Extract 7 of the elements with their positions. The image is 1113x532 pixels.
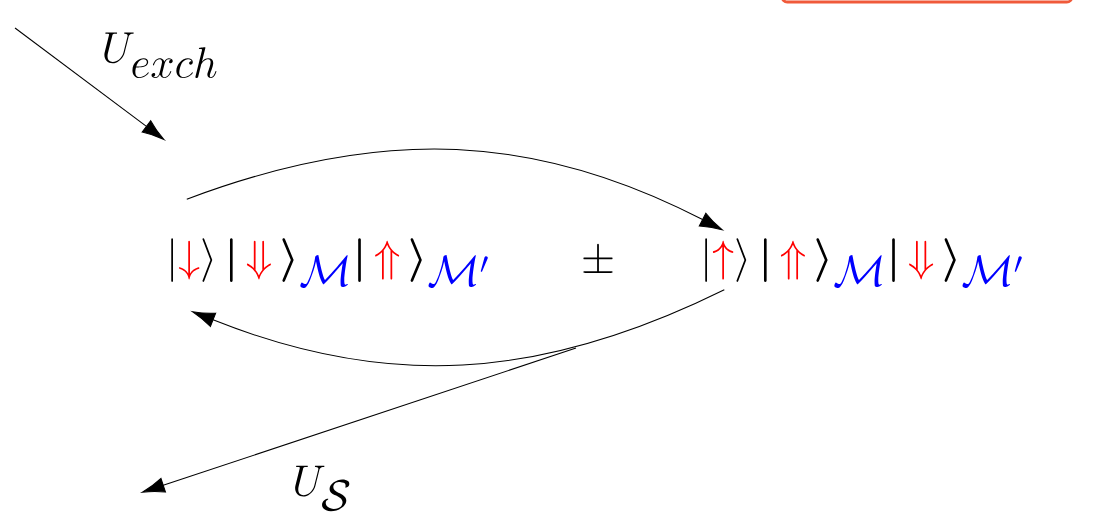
state-formula: $|{\color{red}\uparrow}\rangle\,\boldsymbol{|}\,{\color{red}\Uparrow}\,\boldsymbol{\rangle}_{\color{blue}\mathcal{M}}\boldsymbol{|}\,{\color{red}\Downarrow}\,\boldsymbol{\rangle}_{\color{blue}\mathcal{M}'}$ <box>705 238 1022 288</box>
state-formula: $|{\color{red}\downarrow}\rangle\,\boldsymbol{|}\,{\color{red}\Downarrow}\,\boldsymbol{\rangle}_{\color{blue}\mathcal{M}}\boldsymbol{|}\,{\color{red}\Uparrow}\,\boldsymbol{\rangle}_{\color{blue}\mathcal{M}'}$ <box>171 238 488 288</box>
curved-arrow <box>186 148 723 231</box>
math-label: $U_{\mathcal{S}}$ <box>295 465 350 512</box>
curved-arrow <box>192 289 725 367</box>
math-label: $U_{exch}$ <box>104 32 217 79</box>
math-label: $\pm$ <box>583 243 613 273</box>
